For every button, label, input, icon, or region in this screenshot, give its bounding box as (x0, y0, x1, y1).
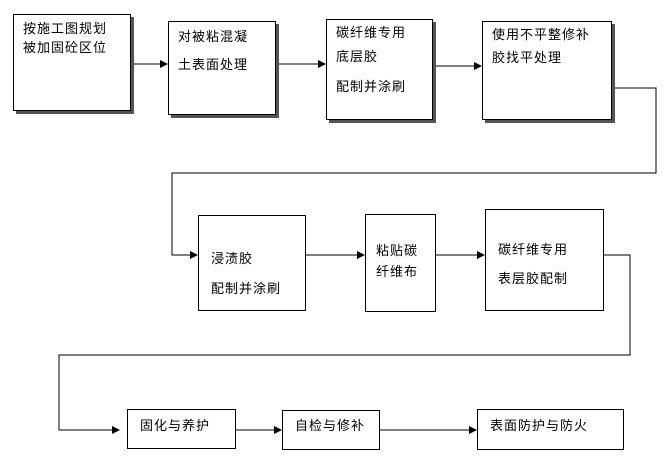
step-1-line-1: 按施工图规划 (23, 22, 108, 37)
step-9-box: 自检与修补 (282, 410, 380, 450)
step-10-box: 表面防护与防火 (477, 409, 624, 450)
step-3-box: 碳纤维专用 底层胶 配制并涂刷 (326, 19, 433, 120)
step-1-line-2: 被加固砼区位 (23, 41, 108, 56)
step-5-box: 浸渍胶 配制并涂刷 (198, 215, 306, 311)
step-4-line-1: 使用不平整修补 (492, 28, 591, 43)
step-3-line-1: 碳纤维专用 (336, 26, 407, 41)
step-7-line-1: 碳纤维专用 (498, 243, 569, 258)
step-3-line-2: 底层胶 (336, 50, 379, 65)
step-6-box: 粘贴碳 纤维布 (365, 214, 436, 312)
step-6-line-2: 纤维布 (376, 265, 419, 280)
step-9-line-1: 自检与修补 (295, 419, 366, 434)
step-7-box: 碳纤维专用 表层胶配制 (485, 209, 604, 311)
step-1-box: 按施工图规划 被加固砼区位 (13, 14, 131, 111)
step-2-line-1: 对被粘混凝 (178, 30, 249, 45)
step-8-box: 固化与养护 (127, 409, 236, 449)
step-7-line-2: 表层胶配制 (498, 272, 569, 287)
step-6-line-1: 粘贴碳 (376, 244, 419, 259)
step-4-box: 使用不平整修补 胶找平处理 (482, 21, 612, 120)
arrow-s7-s8 (58, 254, 631, 434)
step-5-line-1: 浸渍胶 (211, 252, 254, 267)
step-8-line-1: 固化与养护 (140, 419, 211, 434)
step-3-line-3: 配制并涂刷 (336, 80, 407, 95)
arrow-s4-s5 (171, 87, 657, 259)
step-2-line-2: 土表面处理 (178, 58, 249, 73)
step-4-line-2: 胶找平处理 (492, 51, 563, 66)
step-10-line-1: 表面防护与防火 (490, 419, 589, 434)
step-5-line-2: 配制并涂刷 (211, 282, 282, 297)
step-2-box: 对被粘混凝 土表面处理 (168, 21, 276, 115)
